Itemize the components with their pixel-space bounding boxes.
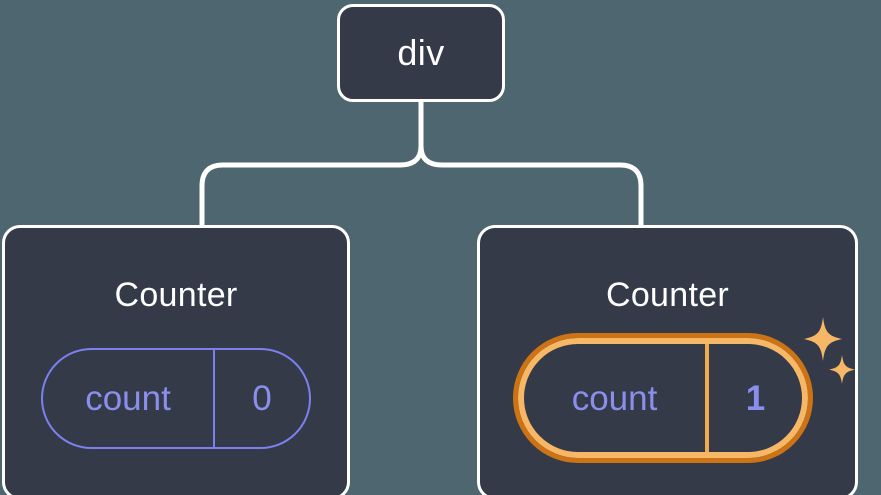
state-pill-left-value-cell: 0 (215, 350, 309, 447)
state-pill-right-key: count (571, 378, 658, 418)
node-counter-right-label: Counter (605, 276, 730, 314)
sparkle-group (804, 317, 855, 384)
state-pill-right-value-cell: 1 (709, 344, 802, 452)
state-pill-count-right[interactable]: count 1 (513, 333, 813, 463)
node-counter-right-body: Counter (480, 228, 855, 495)
node-div[interactable]: div (337, 4, 505, 102)
state-pill-right-value: 1 (745, 378, 766, 418)
connector-branch-left (199, 143, 424, 229)
connector-branch-right (418, 143, 644, 229)
state-pill-left-key: count (85, 379, 171, 418)
state-pill-left-key-cell: count (43, 350, 215, 447)
node-counter-left-body: Counter (5, 228, 347, 495)
state-pill-count-left[interactable]: count 0 (41, 348, 311, 449)
state-pill-right-key-cell: count (524, 344, 709, 452)
sparkle-large-icon (804, 317, 842, 361)
state-pill-left-value: 0 (252, 379, 272, 418)
node-div-label: div (397, 32, 445, 73)
node-counter-left-label: Counter (114, 276, 238, 314)
sparkle-small-icon (829, 355, 855, 384)
